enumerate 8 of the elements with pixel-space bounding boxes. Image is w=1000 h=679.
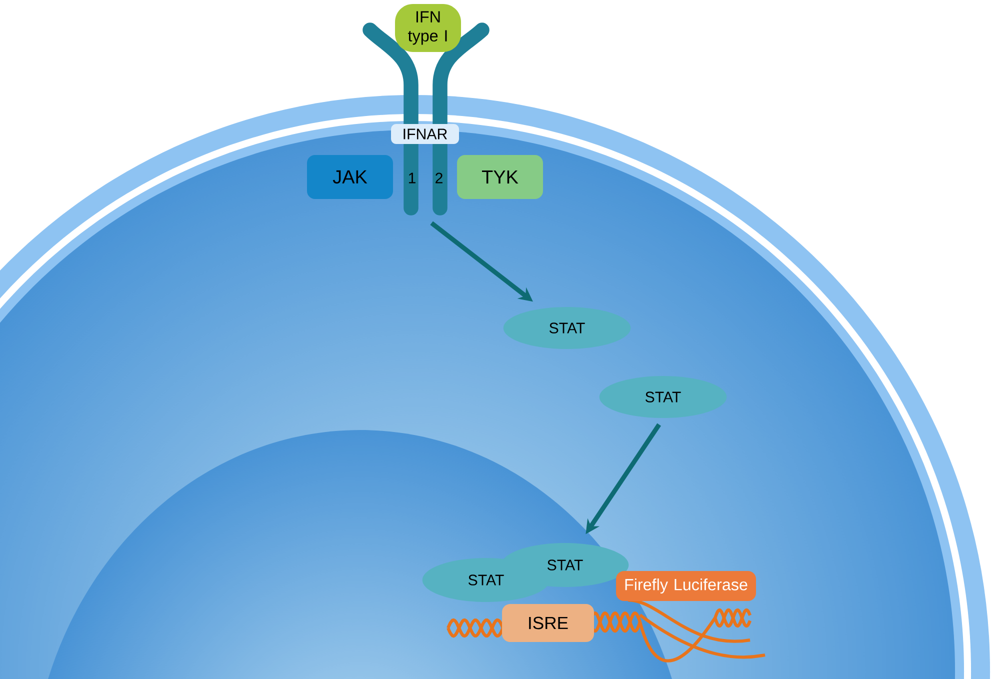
node-label: 1 [408,172,416,184]
promoter-box: ISRE [502,604,594,642]
kinase-box: JAK [307,155,393,199]
node-label: 2 [436,172,442,184]
kinase-box: TYK [457,155,543,199]
reporter-box: Firefly Luciferase [616,571,756,601]
node-label: STAT [547,560,583,570]
node-label: STAT [468,574,504,586]
